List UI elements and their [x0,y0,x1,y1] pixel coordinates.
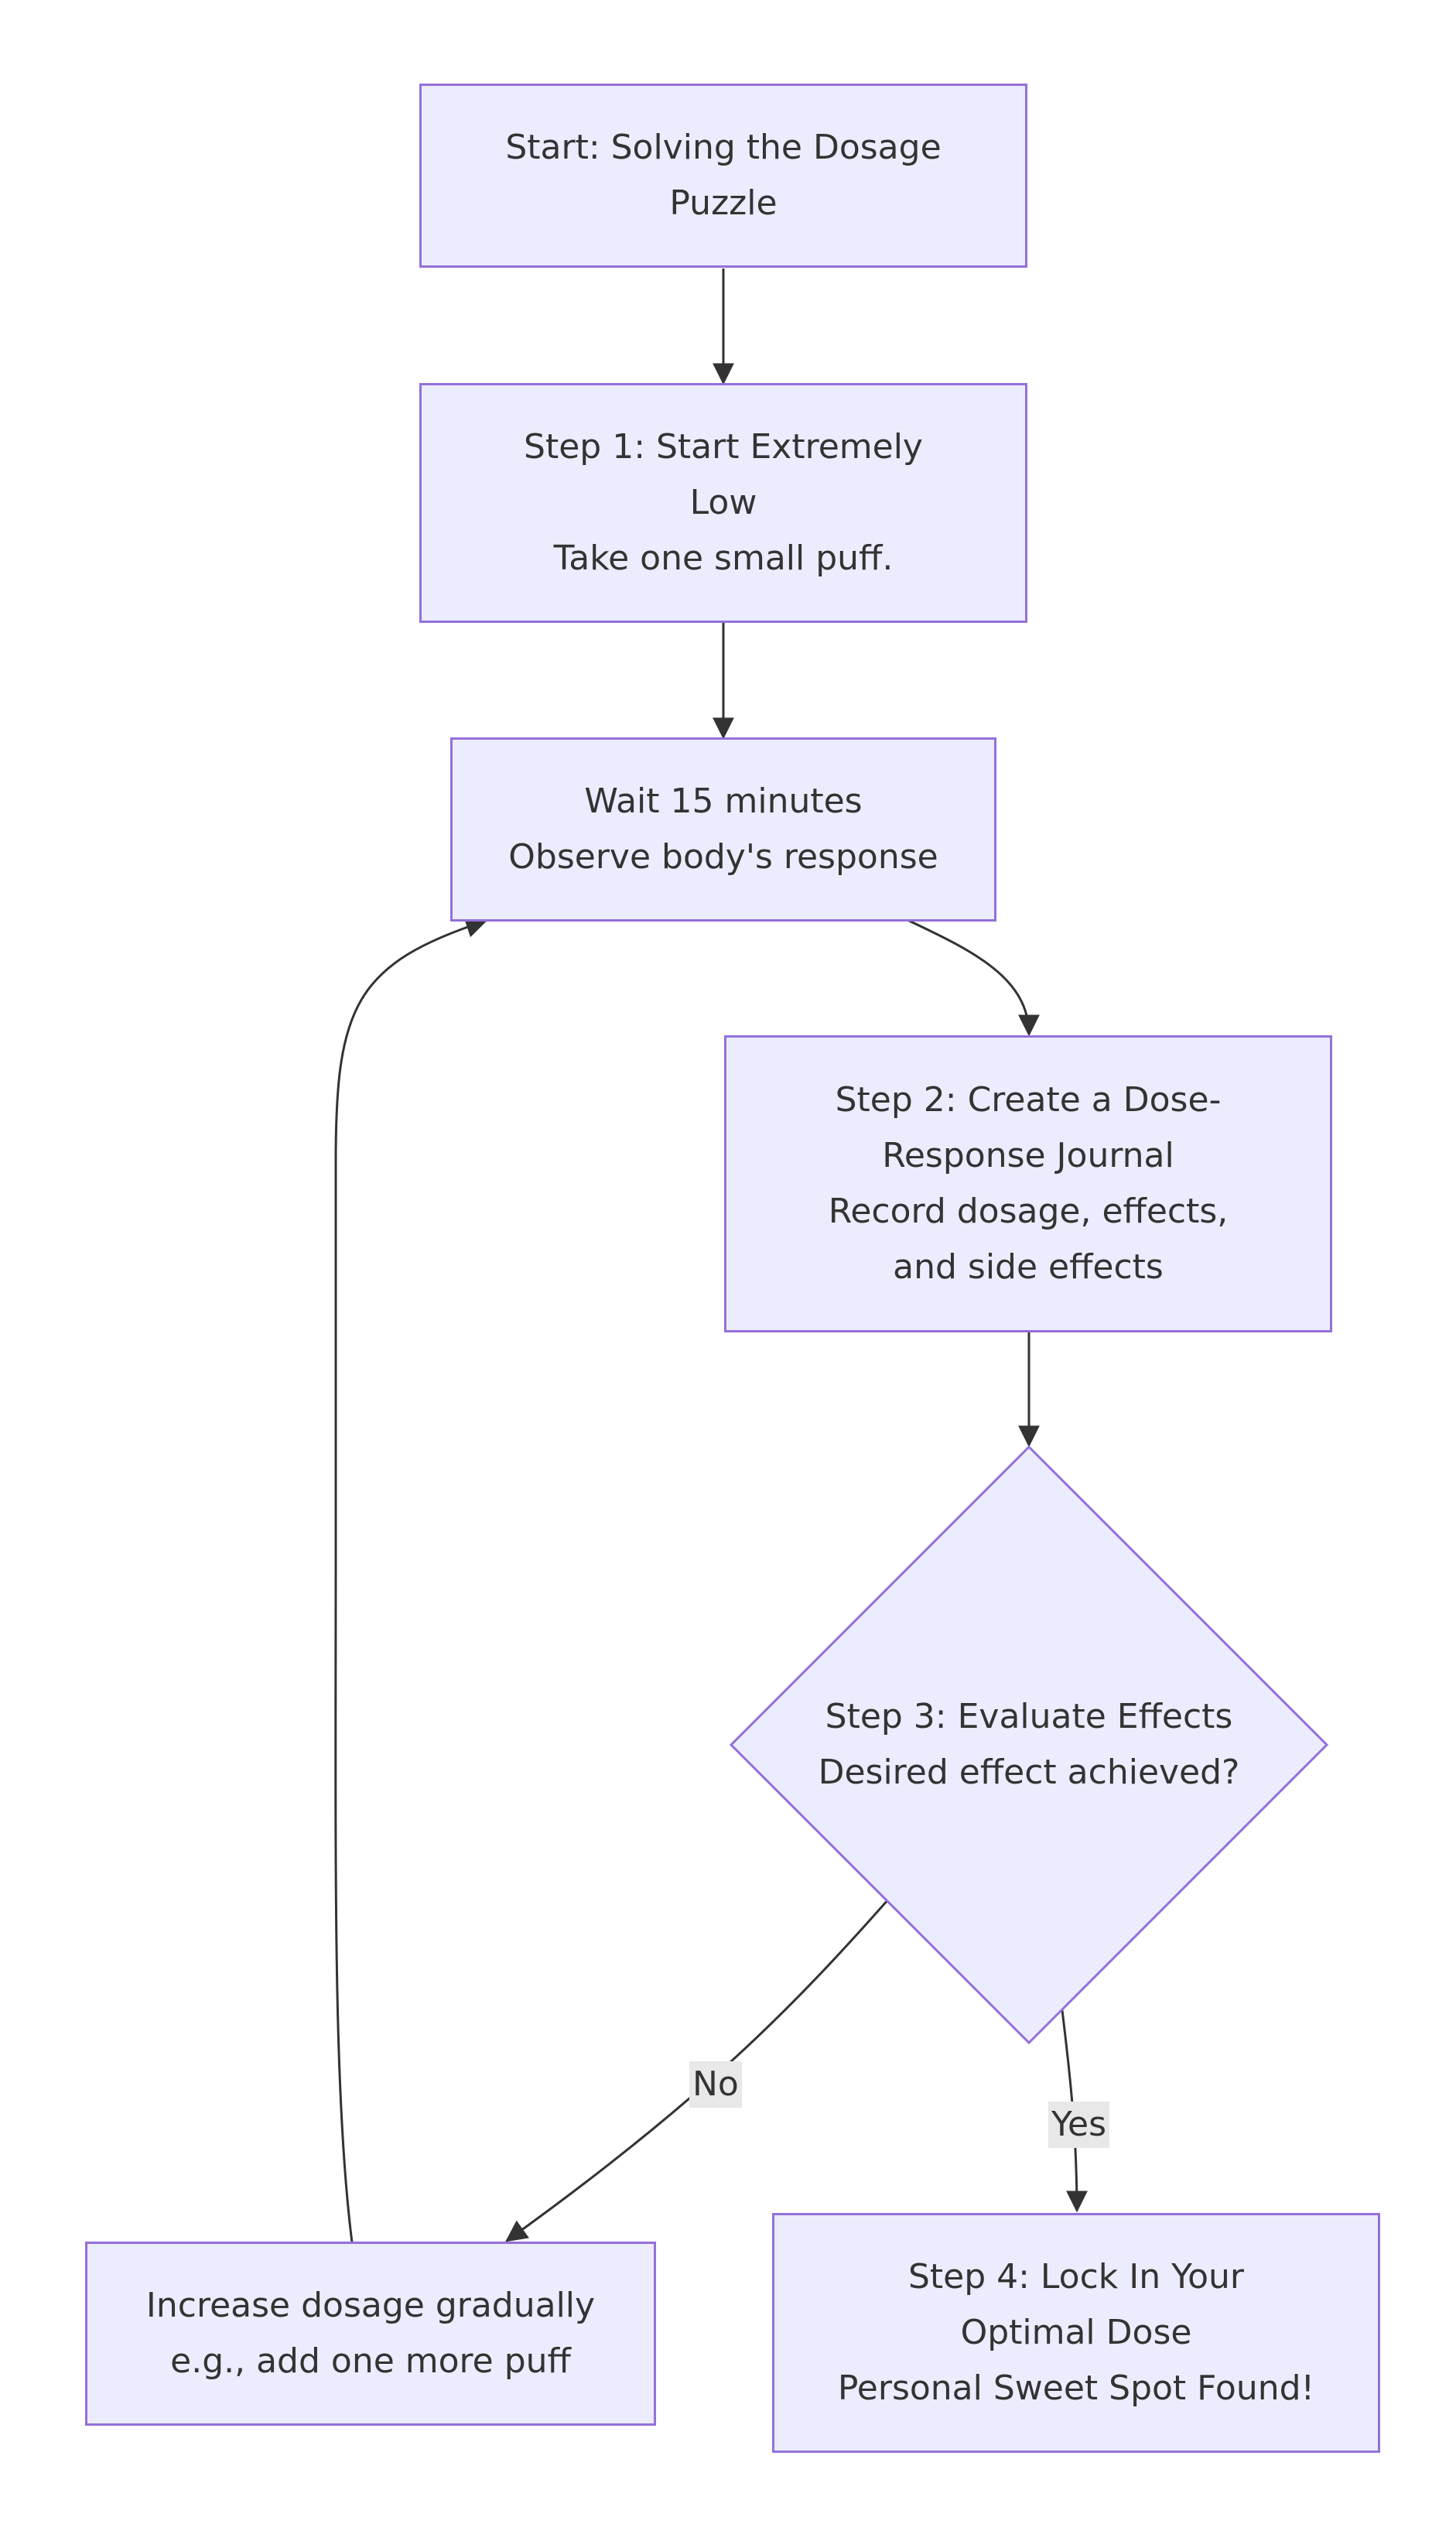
step3-line-2: Desired effect achieved? [818,1753,1240,1792]
step3-decision-label: Step 3: Evaluate Effects Desired effect … [797,1687,1261,1803]
step1-node-line-3: Take one small puff. [553,539,894,578]
step2-node-line-4: and side effects [893,1247,1164,1287]
edge-increase-to-wait [334,916,488,2243]
edge-label-yes: Yes [1048,2102,1110,2148]
edge-step3-to-increase [505,1899,890,2242]
start-node: Start: Solving the Dosage Puzzle [419,84,1027,268]
step2-node: Step 2: Create a Dose- Response Journal … [724,1035,1332,1332]
edge-wait-to-step2 [908,919,1040,1037]
wait-node: Wait 15 minutes Observe body's response [450,737,996,922]
decision-diamond [729,1445,1329,2045]
increase-node: Increase dosage gradually e.g., add one … [85,2242,656,2426]
step3-line-1: Step 3: Evaluate Effects [825,1697,1233,1736]
step2-node-line-1: Step 2: Create a Dose- [835,1080,1222,1120]
step1-node: Step 1: Start Extremely Low Take one sma… [419,383,1027,623]
start-node-line-1: Start: Solving the Dosage [505,128,942,167]
wait-node-line-1: Wait 15 minutes [584,781,863,821]
step2-node-line-3: Record dosage, effects, [828,1192,1229,1231]
step4-node-line-3: Personal Sweet Spot Found! [837,2368,1315,2408]
increase-node-line-1: Increase dosage gradually [145,2286,596,2325]
start-node-line-2: Puzzle [669,183,778,223]
step4-node-line-1: Step 4: Lock In Your [907,2257,1245,2297]
step4-node: Step 4: Lock In Your Optimal Dose Person… [772,2213,1380,2453]
step1-node-line-2: Low [689,483,757,522]
wait-node-line-2: Observe body's response [508,837,938,877]
step1-node-line-1: Step 1: Start Extremely [524,427,923,467]
edge-label-no: No [689,2061,742,2108]
step4-node-line-2: Optimal Dose [960,2313,1192,2352]
step2-node-line-2: Response Journal [882,1136,1174,1175]
increase-node-line-2: e.g., add one more puff [170,2341,571,2381]
